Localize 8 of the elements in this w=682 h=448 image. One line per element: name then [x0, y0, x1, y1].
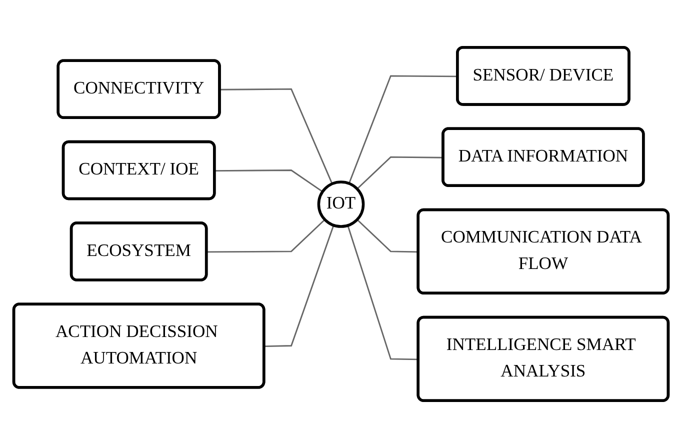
connector [347, 225, 419, 360]
connector [264, 225, 334, 348]
connector [214, 170, 323, 192]
connector [356, 219, 419, 253]
connector [220, 88, 333, 184]
connector [206, 219, 326, 253]
connector [348, 75, 458, 184]
node-circle: IOT [317, 180, 365, 228]
